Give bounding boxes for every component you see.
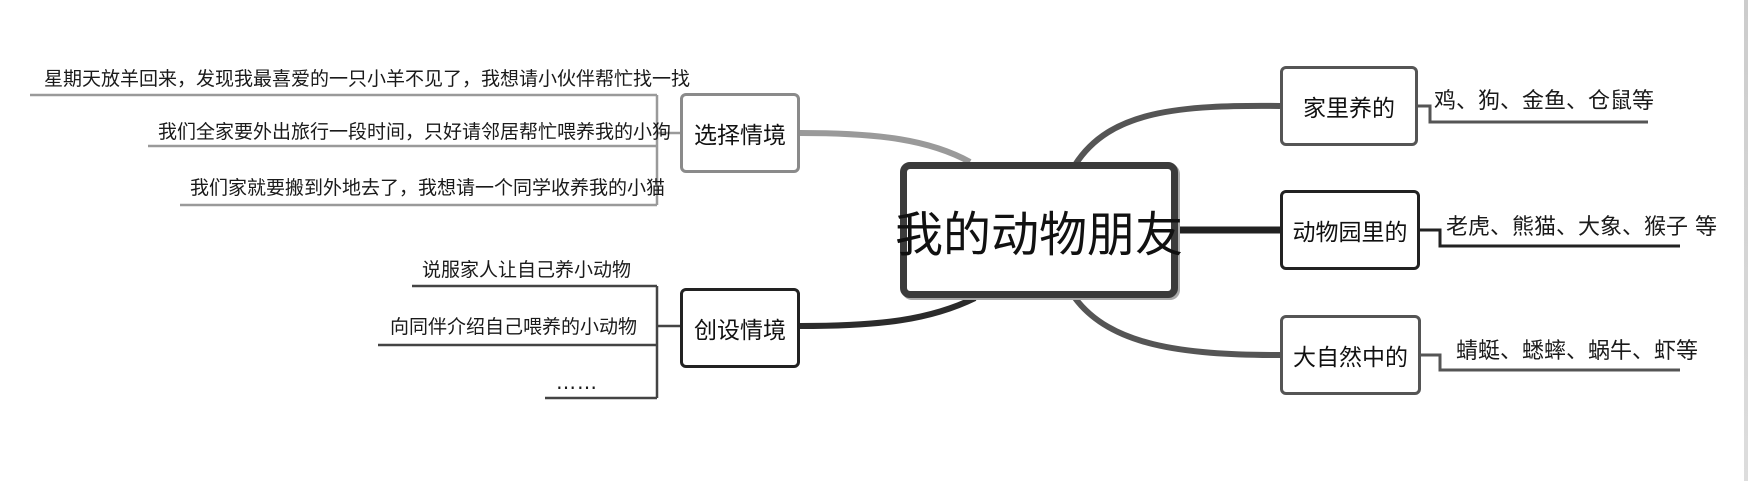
leaf-create-3: …… <box>556 370 598 394</box>
leaf-zoo-animals: 老虎、熊猫、大象、猴子 等 <box>1446 215 1717 240</box>
leaf-create-1: 说服家人让自己养小动物 <box>422 259 632 281</box>
node-create-scenario: 创设情境 <box>680 288 800 368</box>
page-edge <box>1744 0 1748 481</box>
leaf-home-pets: 鸡、狗、金鱼、仓鼠等 <box>1434 89 1655 114</box>
branch-home <box>1072 102 1281 167</box>
leaf-line-nature <box>1421 353 1680 372</box>
node-create-scenario-label: 创设情境 <box>694 318 786 344</box>
leaf-select-2: 我们全家要外出旅行一段时间，只好请邻居帮忙喂养我的小狗 <box>158 121 672 143</box>
leaf-nature-animals: 蜻蜓、蟋蟀、蜗牛、虾等 <box>1456 339 1699 364</box>
central-topic-label: 我的动物朋友 <box>895 207 1184 263</box>
node-home-pets: 家里养的 <box>1280 66 1418 146</box>
branch-nature <box>1072 296 1281 358</box>
leaf-line-home <box>1418 104 1648 124</box>
node-zoo-animals-label: 动物园里的 <box>1292 220 1408 246</box>
leaf-select-3: 我们家就要搬到外地去了，我想请一个同学收养我的小猫 <box>190 177 666 199</box>
node-zoo-animals: 动物园里的 <box>1280 190 1420 270</box>
node-nature-animals-label: 大自然中的 <box>1293 345 1408 371</box>
central-topic: 我的动物朋友 <box>895 162 1183 298</box>
node-select-scenario-label: 选择情境 <box>694 123 786 149</box>
leaf-line-zoo <box>1420 228 1680 248</box>
node-nature-animals: 大自然中的 <box>1280 315 1421 395</box>
leaf-create-2: 向同伴介绍自己喂养的小动物 <box>390 316 638 338</box>
branch-create <box>799 295 977 329</box>
branch-select <box>799 130 972 165</box>
bracket-select <box>30 93 680 207</box>
node-home-pets-label: 家里养的 <box>1303 96 1395 122</box>
leaf-select-1: 星期天放羊回来，发现我最喜爱的一只小羊不见了，我想请小伙伴帮忙找一找 <box>44 68 691 90</box>
bracket-create <box>378 284 680 400</box>
node-select-scenario: 选择情境 <box>680 93 800 173</box>
